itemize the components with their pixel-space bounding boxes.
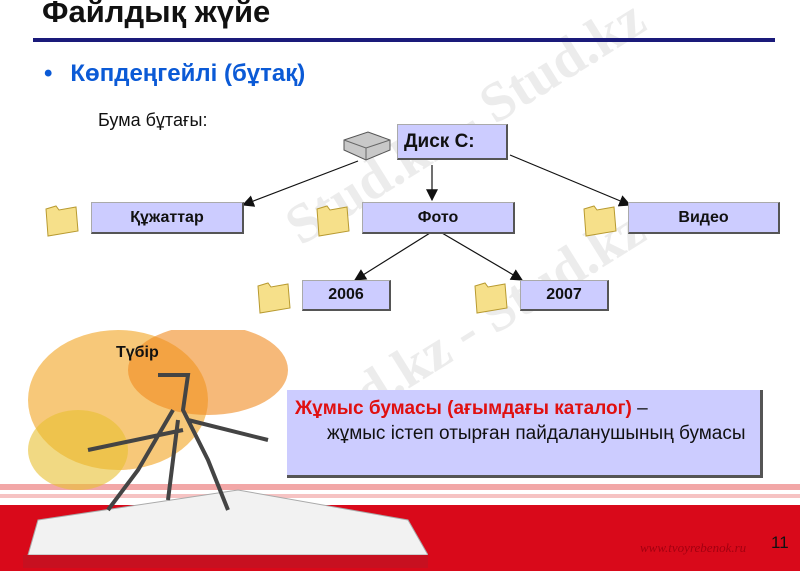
tree-label: Бума бұтағы: — [98, 110, 208, 130]
arrow — [509, 154, 632, 207]
site-logo: www.tvoyrebenok.ru — [640, 540, 747, 555]
folder-icon — [316, 205, 350, 237]
node-photo: Фото — [362, 202, 515, 234]
definition-box: Жұмыс бумасы (ағымдағы каталог) – жұмыс … — [287, 390, 763, 478]
folder-icon — [474, 282, 508, 314]
folder-icon — [583, 205, 617, 237]
node-2006: 2006 — [302, 280, 391, 311]
folder-icon — [45, 205, 79, 237]
node-documents: Құжаттар — [91, 202, 244, 234]
definition-text: жұмыс істеп отырған пайдаланушының бумас… — [327, 423, 746, 444]
definition-term: Жұмыс бумасы (ағымдағы каталог) — [295, 398, 632, 419]
book-tree-illustration — [23, 330, 428, 568]
title-rule — [33, 38, 775, 42]
node-disk-c: Диск С: — [397, 124, 508, 160]
definition-dash: – — [631, 398, 648, 419]
folder-icon — [257, 282, 291, 314]
node-video: Видео — [628, 202, 780, 234]
arrow — [241, 160, 359, 207]
decor-band — [0, 484, 800, 490]
node-2007: 2007 — [520, 280, 609, 311]
arrow — [441, 232, 524, 281]
bullet-heading: •Көпдеңгейлі (бұтақ) — [44, 60, 306, 87]
decor-band — [0, 494, 800, 498]
slide-title: Файлдық жүйе — [42, 0, 271, 29]
disk-drive-icon — [343, 131, 391, 161]
page-number: 11 — [771, 533, 789, 552]
arrow — [353, 232, 431, 281]
root-label: Түбір — [116, 344, 159, 361]
bullet-text: Көпдеңгейлі (бұтақ) — [70, 60, 306, 87]
